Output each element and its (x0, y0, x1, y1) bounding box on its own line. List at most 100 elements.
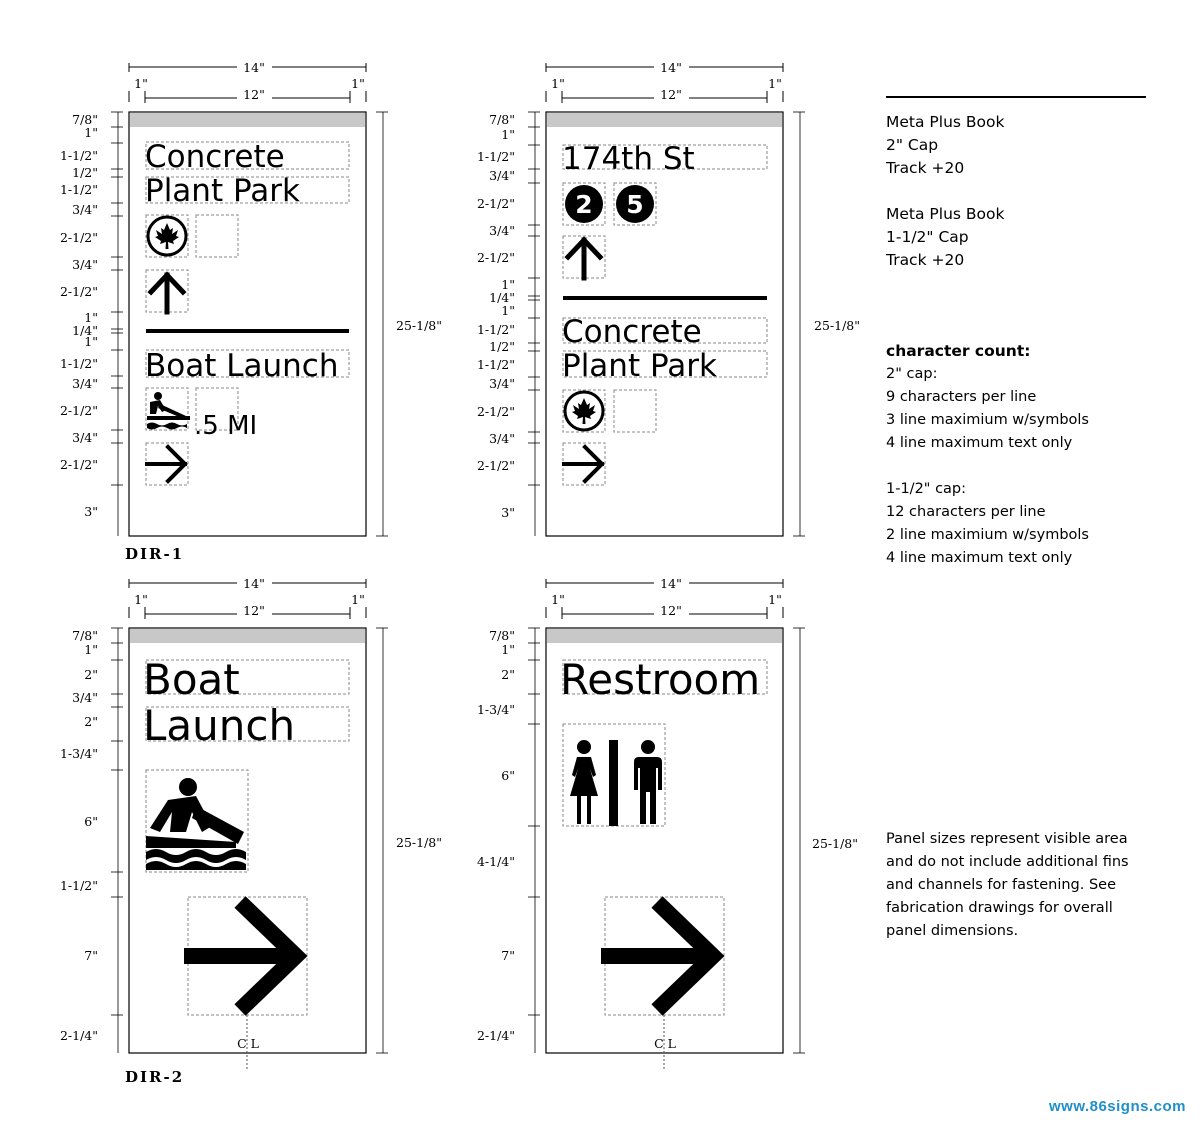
panel-dir-2: 14" 1" 1" 12" C L Boat Launch (60, 576, 442, 1086)
panel-1-row-label: 3/4" (72, 257, 98, 272)
panel-4-row-label: 1-3/4" (477, 702, 515, 717)
cap-spec-2: 1-1/2" Cap (886, 228, 969, 246)
panel-2-width-total: 14" (660, 60, 682, 75)
panel-2-line-1: 174th St (562, 141, 695, 177)
panel-3-row-label: 6" (84, 814, 98, 829)
panel-1-row-label: 2-1/2" (60, 230, 98, 245)
panel-4-line-1: Restroom (560, 655, 760, 704)
parks-leaf-icon (563, 390, 605, 432)
panel-subway: 14" 1" 1" 12" 174th St 2 5 (477, 60, 860, 537)
panel-3-row-dimensions: 7/8" 1" 2" 3/4" 2" 1-3/4" 6" 1-1/2" 7" 2… (60, 627, 123, 1053)
panel-2-row-label: 2-1/2" (477, 196, 515, 211)
panel-4-row-label: 6" (501, 768, 515, 783)
panel-3-centerline-label: C L (237, 1036, 259, 1051)
panel-4-header-bar (547, 629, 782, 643)
panel-code-dir-1: DIR-1 (125, 545, 184, 563)
panel-1-row-label: 3" (84, 504, 98, 519)
restroom-icon (570, 740, 662, 826)
panel-1-row-label: 1" (84, 334, 98, 349)
subway-5-icon: 5 (616, 185, 654, 223)
panel-2-row-label: 3/4" (489, 431, 515, 446)
panel-2-row-label: 3/4" (489, 223, 515, 238)
panel-3-row-label: 2-1/4" (60, 1028, 98, 1043)
panel-1-row-dimensions: 7/8" 1" 1-1/2" 1/2" 1-1/2" 3/4" 2-1/2" 3… (60, 111, 123, 536)
panel-1-row-label: 1-1/2" (60, 182, 98, 197)
panel-3-header-bar (130, 629, 365, 643)
panel-1-row-label: 1/4" (72, 323, 98, 338)
panel-2-row-label: 1/4" (489, 290, 515, 305)
panel-1-height-dimension (376, 111, 388, 537)
panel-2-row-label: 2-1/2" (477, 404, 515, 419)
panel-4-width-inner: 12" (660, 603, 682, 618)
panel-1-distance: .5 MI (194, 411, 257, 441)
panel-3-row-label: 2" (84, 667, 98, 682)
panel-3-line-1: Boat (143, 655, 240, 704)
panel-3-line-2: Launch (143, 701, 295, 750)
panel-4-height-total: 25-1/8" (812, 836, 858, 851)
panel-3-margin-right: 1" (351, 592, 365, 607)
panel-2-row-label: 7/8" (489, 112, 515, 127)
cap-spec-1: 2" Cap (886, 136, 939, 154)
panel-2-row-label: 3/4" (489, 168, 515, 183)
panel-1-line-3: Boat Launch (145, 348, 339, 384)
panel-3-width-inner: 12" (243, 603, 265, 618)
panel-4-centerline-label: C L (654, 1036, 676, 1051)
panel-2-row-label: 1-1/2" (477, 149, 515, 164)
panel-1-row-label: 1-1/2" (60, 356, 98, 371)
panel-1-row-label: 2-1/2" (60, 403, 98, 418)
panel-size-note: Panel sizes represent visible area and d… (886, 828, 1129, 943)
panel-1-row-label: 1/2" (72, 165, 98, 180)
panel-3-margin-left: 1" (134, 592, 148, 607)
panel-note-line: and do not include additional fins (886, 854, 1129, 870)
panel-2-row-label: 1-1/2" (477, 357, 515, 372)
panel-1-row-label: 3/4" (72, 202, 98, 217)
panel-1-row-label: 1-1/2" (60, 148, 98, 163)
panel-1-row-label: 7/8" (72, 112, 98, 127)
arrow-right-icon (601, 896, 725, 1016)
panel-4-row-label: 2" (501, 667, 515, 682)
website-link[interactable]: www.86signs.com (1049, 1098, 1186, 1115)
panel-1-row-label: 3/4" (72, 430, 98, 445)
count-2cap-chars: 9 characters per line (886, 389, 1037, 405)
route-5-label: 5 (626, 190, 643, 219)
panel-4-row-label: 7" (501, 948, 515, 963)
count-15cap-heading: 1-1/2" cap: (886, 481, 967, 497)
panel-2-margin-right: 1" (768, 76, 782, 91)
typography-notes: Meta Plus Book 2" Cap Track +20 Meta Plu… (886, 111, 1004, 272)
count-2cap-heading: 2" cap: (886, 366, 938, 382)
panel-4-margin-right: 1" (768, 592, 782, 607)
panel-1-width-inner: 12" (243, 87, 265, 102)
panel-2-row-label: 1" (501, 277, 515, 292)
panel-1-margin-right: 1" (351, 76, 365, 91)
panel-2-row-dimensions: 7/8" 1" 1-1/2" 3/4" 2-1/2" 3/4" 2-1/2" 1… (477, 111, 540, 536)
panel-1-line-1: Concrete (145, 139, 285, 175)
panel-4-frame (545, 627, 784, 1054)
panel-3-height-dimension (376, 627, 388, 1054)
panel-3-width-total: 14" (243, 576, 265, 591)
panel-2-line-2: Concrete (562, 314, 702, 350)
panel-note-line: and channels for fastening. See (886, 877, 1117, 893)
panel-3-row-label: 1-1/2" (60, 878, 98, 893)
panel-note-line: panel dimensions. (886, 923, 1019, 939)
count-15cap-text: 4 line maximum text only (886, 550, 1073, 566)
track-spec-2: Track +20 (886, 251, 965, 269)
panel-restroom: 14" 1" 1" 12" C L Restroom (477, 576, 858, 1070)
panel-2-row-label: 2-1/2" (477, 250, 515, 265)
panel-4-row-dimensions: 7/8" 1" 2" 1-3/4" 6" 4-1/4" 7" 2-1/4" (477, 627, 540, 1053)
arrow-right-icon (184, 896, 308, 1016)
count-2cap-text: 4 line maximum text only (886, 435, 1073, 451)
arrow-up-icon (564, 236, 604, 281)
arrow-up-icon (147, 271, 187, 315)
boat-launch-icon (146, 778, 246, 870)
panel-2-height-dimension (793, 111, 805, 537)
route-2-label: 2 (575, 190, 592, 219)
panel-3-row-label: 1" (84, 642, 98, 657)
arrow-right-icon (562, 444, 605, 484)
count-15cap-chars: 12 characters per line (886, 504, 1046, 520)
panel-2-margin-left: 1" (551, 76, 565, 91)
panel-2-row-label: 3/4" (489, 376, 515, 391)
parks-leaf-icon (146, 215, 188, 257)
panel-2-header-bar (547, 113, 782, 127)
panel-4-height-dimension (793, 627, 805, 1054)
count-15cap-symbols: 2 line maximium w/symbols (886, 527, 1089, 543)
